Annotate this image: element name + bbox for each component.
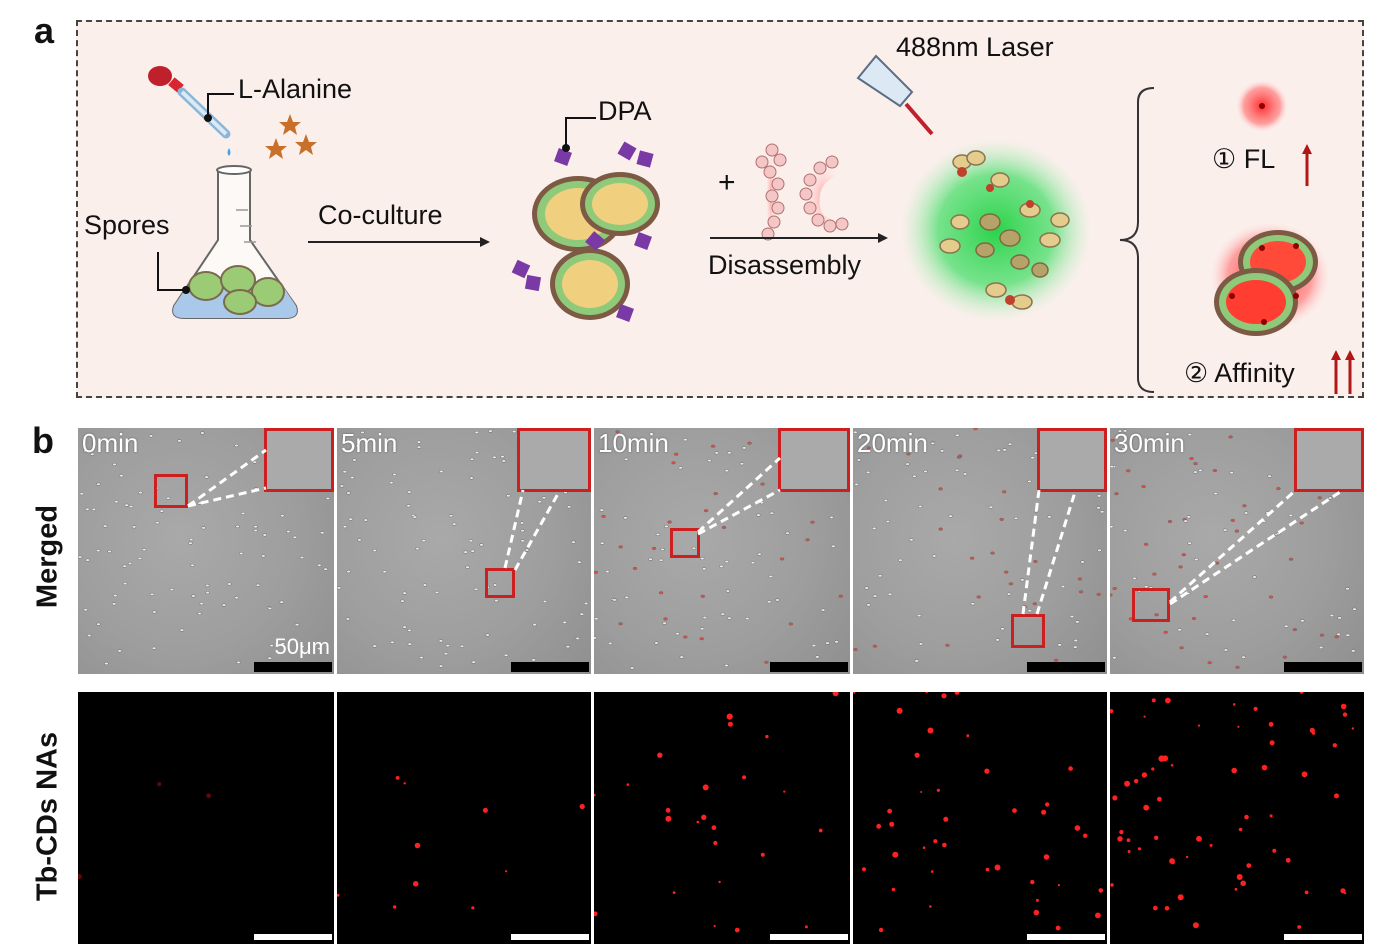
fl-up-arrow-icon	[1302, 144, 1312, 186]
merged-image-5min: 5min	[337, 428, 591, 674]
label-fl: ① FL	[1212, 144, 1276, 174]
scale-bar	[1027, 934, 1105, 940]
dropper-icon	[148, 66, 234, 156]
label-affinity: ② Affinity	[1184, 358, 1295, 388]
merged-image-0min: 0min 50μm	[78, 428, 334, 674]
affinity-red-spores-icon	[1210, 222, 1330, 336]
tb-image-10min	[594, 692, 850, 944]
green-fluorescent-cluster	[900, 138, 1092, 322]
fluorescence-spots	[1110, 692, 1354, 929]
tb-image-20min	[853, 692, 1107, 944]
nanoassembly-icon	[751, 133, 856, 259]
zoom-box	[1132, 588, 1170, 622]
scale-bar	[1027, 662, 1105, 672]
scale-bar	[511, 934, 589, 940]
label-laser: 488nm Laser	[896, 32, 1054, 62]
panel-b-letter: b	[32, 420, 54, 461]
fluorescence-spots	[594, 692, 839, 933]
scale-bar	[770, 662, 848, 672]
merged-image-30min: 30min	[1110, 428, 1364, 674]
scale-bar	[1284, 934, 1362, 940]
tb-image-5min	[337, 692, 591, 944]
merged-image-20min: 20min	[853, 428, 1107, 674]
zoom-box	[670, 528, 700, 558]
scale-bar	[770, 934, 848, 940]
time-label: 10min	[598, 428, 669, 458]
tb-image-0min	[78, 692, 334, 944]
label-spores: Spores	[84, 210, 170, 240]
zoom-box	[1011, 614, 1045, 648]
label-dpa: DPA	[598, 96, 652, 126]
particle-texture	[337, 429, 589, 668]
zoom-lines	[503, 489, 561, 571]
time-label: 0min	[82, 428, 139, 458]
zoom-inset	[1037, 428, 1107, 492]
zoom-lines	[187, 448, 267, 508]
time-label: 20min	[857, 428, 928, 458]
fluorescence-spots	[337, 776, 585, 910]
tb-image-30min	[1110, 692, 1364, 944]
affinity-double-up-arrow-icon	[1331, 350, 1355, 394]
scale-bar	[254, 662, 332, 672]
scale-bar	[1284, 662, 1362, 672]
zoom-inset	[1294, 428, 1364, 492]
scale-bar-label: 50μm	[274, 634, 330, 659]
fluorescence-spots	[78, 782, 212, 880]
zoom-inset	[264, 428, 334, 492]
row-label-merged: Merged	[31, 504, 64, 609]
schematic-panel	[76, 20, 1364, 398]
zoom-lines	[1021, 489, 1077, 615]
zoom-inset	[778, 428, 850, 492]
time-label: 30min	[1114, 428, 1185, 458]
arrow-co-culture	[308, 237, 490, 247]
zoom-box	[485, 568, 515, 598]
row-label-tb-cds: Tb-CDs NAs	[31, 731, 64, 902]
scale-bar	[511, 662, 589, 672]
schematic-graphics	[148, 54, 1355, 394]
flask-icon	[157, 165, 298, 319]
time-label: 5min	[341, 428, 398, 458]
panel-a-letter: a	[34, 10, 55, 51]
laser-icon	[856, 54, 934, 136]
label-plus: +	[718, 166, 736, 199]
zoom-lines	[696, 456, 782, 536]
merged-image-10min: 10min	[594, 428, 850, 674]
zoom-inset	[517, 428, 591, 492]
fluorescence-spots	[853, 692, 1104, 933]
scale-bar	[254, 934, 332, 940]
zoom-box	[154, 474, 188, 508]
fl-red-dot-icon	[1236, 80, 1288, 132]
bracket	[1119, 87, 1155, 393]
arrow-disassembly	[710, 233, 888, 243]
alanine-star-icons	[265, 114, 317, 159]
zoom-lines	[1169, 488, 1341, 606]
label-disassembly: Disassembly	[708, 250, 862, 280]
label-l-alanine: L-Alanine	[238, 74, 353, 104]
label-co-culture: Co-culture	[318, 200, 443, 230]
spores-dpa-icon	[511, 117, 660, 322]
